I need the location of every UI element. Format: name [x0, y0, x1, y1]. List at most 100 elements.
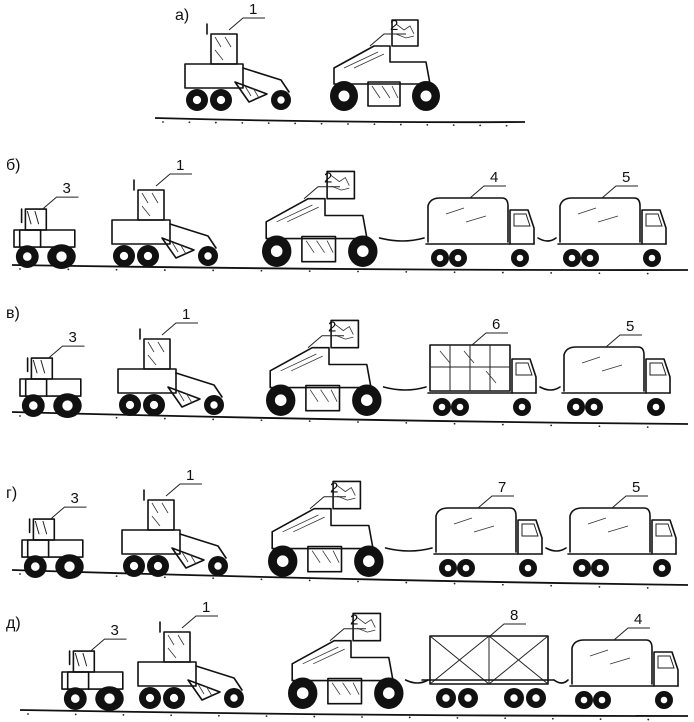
- leader-line: [310, 497, 346, 509]
- recycler-2: 2: [288, 612, 403, 709]
- ground-speck: [357, 581, 359, 583]
- machine-number-label: 4: [490, 169, 498, 186]
- ground-speck: [357, 421, 359, 423]
- ground-speck: [550, 425, 552, 427]
- machine-number-label: 1: [182, 306, 190, 323]
- ground-line: [20, 710, 688, 716]
- ground-speck: [502, 584, 504, 586]
- ground-speck: [309, 580, 311, 582]
- ground-line: [155, 118, 525, 122]
- ground-speck: [454, 583, 456, 585]
- grader-1: 1: [112, 157, 218, 267]
- leader-line: [156, 174, 192, 186]
- ground-speck: [75, 714, 77, 716]
- recycler-2: 2: [330, 17, 440, 111]
- machine-number-label: 2: [328, 319, 336, 336]
- row-label: б): [6, 157, 21, 174]
- leader-line: [606, 335, 642, 347]
- machine-number-label: 5: [622, 169, 630, 186]
- tow-hose: [386, 548, 432, 551]
- machine-number-label: 3: [69, 329, 77, 346]
- leader-line: [49, 346, 85, 358]
- row-a: а)12: [155, 1, 525, 127]
- ground-speck: [215, 122, 217, 124]
- ground-speck: [506, 125, 508, 127]
- row-label: д): [6, 615, 21, 632]
- ground-speck: [457, 717, 459, 719]
- truck-tank-5: 5: [558, 169, 666, 267]
- truck-tank-5: 5: [562, 318, 670, 416]
- roller-3: 3: [62, 622, 127, 711]
- machine-number-label: 1: [202, 599, 210, 616]
- machine-number-label: 7: [498, 479, 506, 496]
- ground-speck: [268, 122, 270, 124]
- ground-speck: [189, 121, 191, 123]
- ground-speck: [164, 269, 166, 271]
- leader-line: [308, 336, 344, 348]
- machine-number-label: 3: [63, 180, 71, 197]
- ground-speck: [241, 122, 243, 124]
- machine-number-label: 3: [111, 622, 119, 639]
- leader-line: [602, 186, 638, 198]
- leader-line: [91, 639, 127, 651]
- ground-speck: [599, 586, 601, 588]
- machine-number-label: 2: [324, 170, 332, 187]
- ground-speck: [502, 424, 504, 426]
- ground-speck: [116, 575, 118, 577]
- machine-number-label: 2: [330, 480, 338, 497]
- ground-speck: [309, 420, 311, 422]
- ground-speck: [294, 123, 296, 125]
- row-v: в)31265: [6, 305, 688, 428]
- ground-speck: [502, 272, 504, 274]
- leader-line: [182, 616, 218, 628]
- machine-number-label: 3: [71, 490, 79, 507]
- tow-hose: [538, 238, 556, 241]
- roller-3: 3: [22, 490, 87, 579]
- ground-speck: [212, 577, 214, 579]
- ground-speck: [261, 578, 263, 580]
- tow-hose: [554, 680, 568, 683]
- ground-speck: [27, 713, 29, 715]
- ground-speck: [67, 268, 69, 270]
- leader-line: [162, 323, 198, 335]
- ground-speck: [321, 123, 323, 125]
- ground-speck: [116, 417, 118, 419]
- ground-speck: [309, 270, 311, 272]
- ground-speck: [170, 714, 172, 716]
- grader-1: 1: [138, 599, 244, 709]
- ground-speck: [19, 415, 21, 417]
- ground-speck: [647, 587, 649, 589]
- ground-speck: [550, 272, 552, 274]
- roller-3: 3: [20, 329, 85, 418]
- ground-speck: [212, 270, 214, 272]
- ground-speck: [313, 716, 315, 718]
- leader-line: [51, 507, 87, 519]
- ground-speck: [479, 125, 481, 127]
- frame-trailer-8: 8: [422, 607, 554, 708]
- recycler-2: 2: [268, 480, 383, 577]
- ground-speck: [123, 714, 125, 716]
- machine-number-label: 2: [390, 17, 398, 34]
- ground-speck: [357, 271, 359, 273]
- ground-speck: [504, 717, 506, 719]
- leader-line: [229, 18, 265, 30]
- tow-hose: [384, 387, 426, 390]
- leader-line: [330, 629, 366, 641]
- ground-speck: [405, 271, 407, 273]
- tow-hose: [380, 238, 424, 241]
- roller-3: 3: [14, 180, 79, 269]
- ground-speck: [164, 418, 166, 420]
- row-b: б) 3 1 2 4 5: [6, 157, 688, 275]
- grader-1: 1: [185, 1, 291, 111]
- ground-speck: [164, 576, 166, 578]
- ground-speck: [454, 271, 456, 273]
- ground-speck: [347, 123, 349, 125]
- ground-speck: [261, 419, 263, 421]
- ground-speck: [261, 270, 263, 272]
- machine-number-label: 1: [186, 467, 194, 484]
- ground-speck: [374, 123, 376, 125]
- ground-speck: [266, 715, 268, 717]
- ground-speck: [647, 273, 649, 275]
- leader-line: [490, 624, 526, 636]
- machine-number-label: 1: [176, 157, 184, 174]
